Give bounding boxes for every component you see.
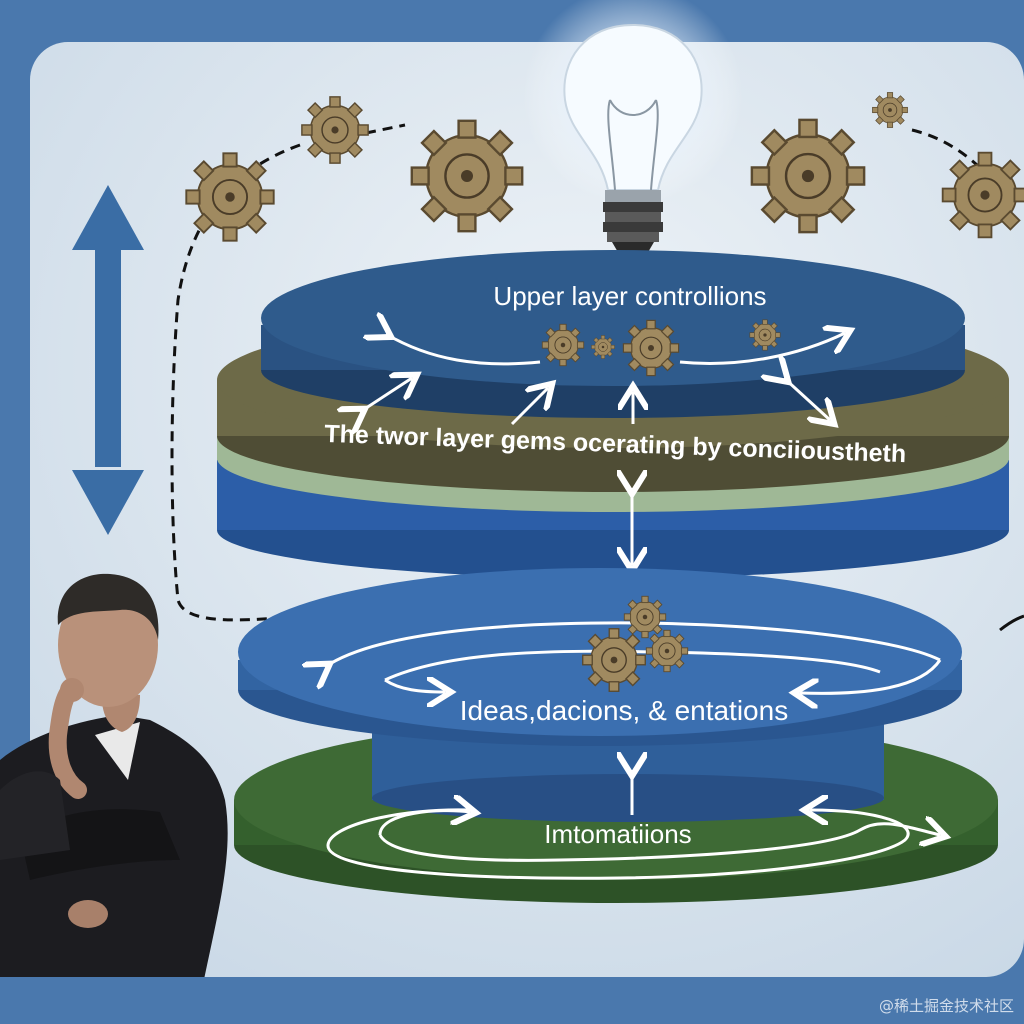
upper-layer-label: Upper layer controllions <box>493 281 766 311</box>
base-layer-label: Imtomatiions <box>544 819 691 849</box>
gear-icon <box>622 319 680 377</box>
gear-icon <box>750 118 866 234</box>
ideas-layer-label: Ideas,dacions, & entations <box>460 695 788 726</box>
gear-icon <box>185 152 275 242</box>
light-bulb-icon <box>523 0 743 266</box>
gear-icon <box>941 151 1024 239</box>
gear-icon <box>623 595 667 639</box>
gear-icon <box>872 92 908 128</box>
gear-icon <box>301 96 369 164</box>
gear-icon <box>645 629 689 673</box>
double-arrow-icon <box>72 185 144 535</box>
upper-flow-arrows <box>360 333 845 565</box>
gear-icon <box>591 335 615 359</box>
gear-icon <box>582 628 646 692</box>
gear-icon <box>749 319 781 351</box>
watermark: @稀土掘金技术社区 <box>878 997 1014 1015</box>
upper-disc <box>261 250 965 386</box>
base-flow-arrows <box>326 810 940 880</box>
gear-icon <box>541 323 585 367</box>
gear-icon <box>410 119 524 233</box>
thinking-man-figure <box>0 573 228 1024</box>
